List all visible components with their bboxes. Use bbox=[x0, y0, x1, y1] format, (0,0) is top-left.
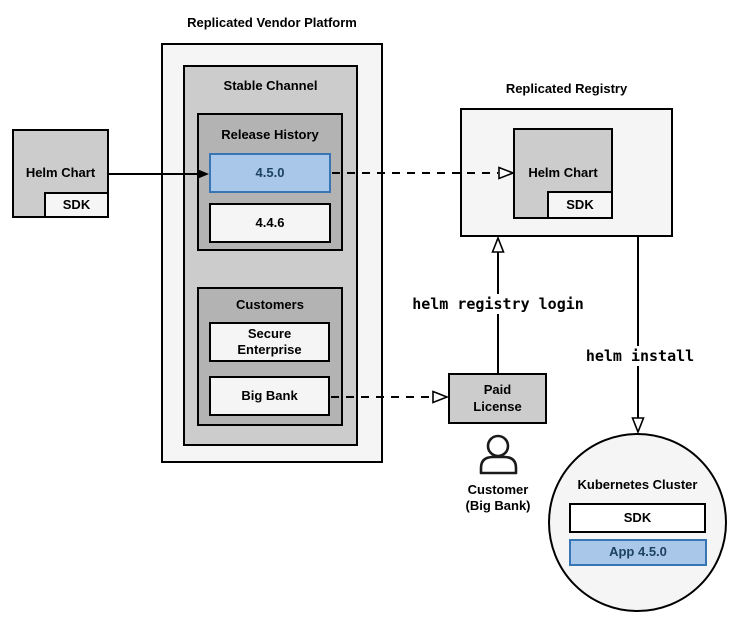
release-history-title: Release History bbox=[221, 127, 319, 142]
replicated-registry-title: Replicated Registry bbox=[505, 81, 628, 96]
customer-secure-enterprise: Secure Enterprise bbox=[209, 322, 330, 362]
kubernetes-app-box: App 4.5.0 bbox=[569, 539, 707, 566]
helm-registry-login-label: helm registry login bbox=[407, 294, 589, 314]
paid-license-box: Paid License bbox=[448, 373, 547, 424]
release-version-4-5-0: 4.5.0 bbox=[209, 153, 331, 193]
helm-install-label: helm install bbox=[580, 346, 700, 366]
person-icon bbox=[479, 434, 518, 475]
customer-secure-enterprise-label: Secure Enterprise bbox=[237, 325, 302, 357]
arrow-registry-to-cluster bbox=[631, 237, 645, 435]
kubernetes-sdk-box: SDK bbox=[569, 503, 706, 533]
kubernetes-cluster-title: Kubernetes Cluster bbox=[577, 477, 698, 492]
customer-big-bank: Big Bank bbox=[209, 376, 330, 416]
source-sdk-box: SDK bbox=[44, 192, 109, 218]
customers-title: Customers bbox=[236, 297, 304, 312]
vendor-platform-title: Replicated Vendor Platform bbox=[187, 15, 357, 30]
customer-detail: (Big Bank) bbox=[465, 497, 531, 513]
customer-name: Customer bbox=[467, 482, 529, 497]
release-version-4-4-6: 4.4.6 bbox=[209, 203, 331, 243]
customer-caption: Customer (Big Bank) bbox=[466, 482, 531, 513]
stable-channel-title: Stable Channel bbox=[223, 78, 318, 93]
paid-license-label: Paid License bbox=[473, 382, 522, 414]
registry-sdk-box: SDK bbox=[547, 191, 613, 219]
